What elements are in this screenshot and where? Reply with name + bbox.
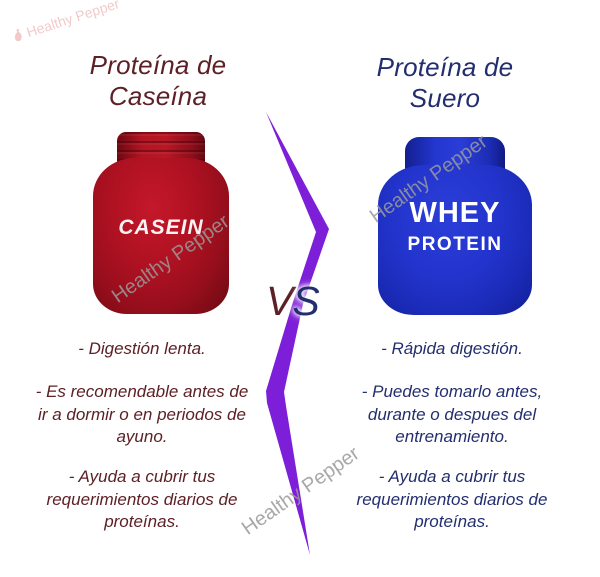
whey-title-line2: Suero — [409, 83, 481, 113]
whey-title-line1: Proteína de — [376, 52, 514, 82]
casein-jar: CASEIN — [93, 132, 229, 314]
whey-jar-body — [378, 165, 532, 315]
whey-jar-label: WHEY PROTEIN — [407, 197, 503, 255]
versus-v: V — [266, 278, 293, 324]
whey-bullet-requirements: - Ayuda a cubrir tus requerimientos diar… — [356, 467, 548, 531]
casein-title-line2: Caseína — [108, 81, 208, 111]
casein-jar-label: CASEIN — [118, 216, 204, 239]
versus-label: VS — [266, 278, 320, 324]
whey-bullet-timing: - Puedes tomarlo antes, durante o despue… — [361, 382, 543, 446]
casein-bullet-requirements: - Ayuda a cubrir tus requerimientos diar… — [46, 467, 238, 531]
casein-title: Proteína de Caseína — [18, 50, 298, 112]
corner-brand-logo: Healthy Pepper — [10, 0, 121, 45]
whey-bullet-digestion: - Rápida digestión. — [381, 339, 523, 358]
casein-bullet-digestion: - Digestión lenta. — [78, 339, 206, 358]
pepper-icon — [14, 29, 22, 42]
casein-bullet-recommendation: - Es recomendable antes de ir a dormir o… — [35, 382, 249, 446]
casein-title-line1: Proteína de — [89, 50, 227, 80]
casein-jar-body — [93, 158, 229, 314]
whey-title: Proteína de Suero — [322, 52, 568, 114]
lightning-bolt-shape — [266, 112, 329, 555]
whey-jar: WHEY PROTEIN — [378, 137, 532, 315]
versus-s: S — [292, 278, 319, 324]
